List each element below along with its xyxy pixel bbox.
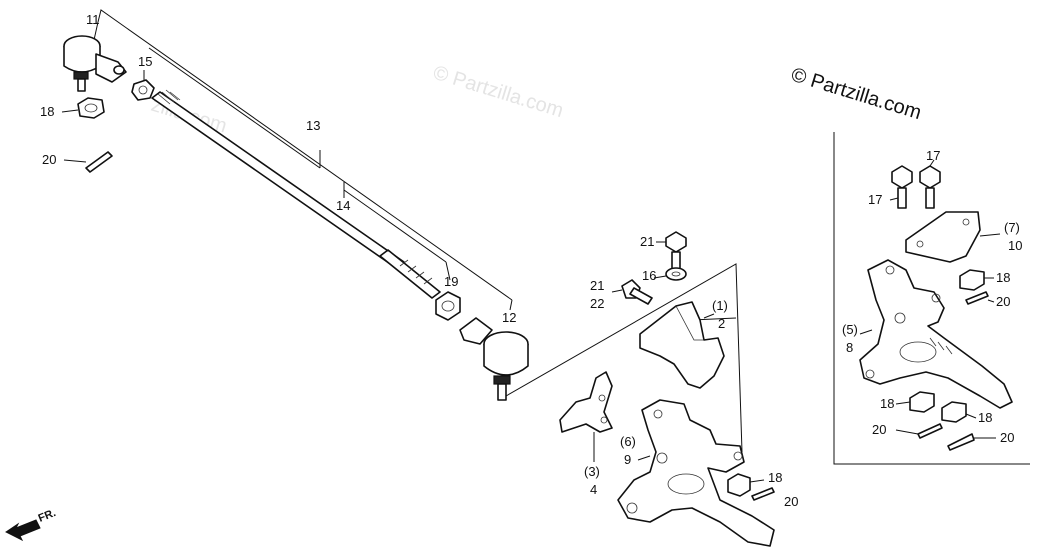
ref-label: 20 [784, 494, 798, 509]
ref-label: (6) [620, 434, 636, 449]
bolt-17-right [919, 165, 941, 209]
ref-label: 16 [642, 268, 656, 283]
ref-label: 21 [640, 234, 654, 249]
bolt-17-left [891, 165, 913, 209]
leader-lines [611, 197, 996, 461]
front-direction-arrow: FR. [5, 507, 58, 542]
nut-18-right-top [959, 269, 985, 291]
bolt-21-top [665, 231, 687, 273]
guard-2 [639, 301, 725, 389]
ref-label: 22 [590, 296, 604, 311]
ref-label: 2 [718, 316, 725, 331]
bolt-21-22 [621, 279, 653, 305]
watermark-faint: © Partzilla.com [431, 62, 566, 122]
nut-19 [435, 291, 461, 321]
cotter-pin-20-middle [751, 487, 775, 501]
watermark-main: © Partzilla.com [789, 64, 924, 124]
nut-18-left [77, 97, 105, 119]
knuckle-9 [617, 399, 775, 547]
ref-label: 17 [868, 192, 882, 207]
nut-15 [131, 79, 155, 101]
ref-label: 18 [978, 410, 992, 425]
ref-label: 9 [624, 452, 631, 467]
ref-label: 20 [1000, 430, 1014, 445]
plate-10 [905, 211, 981, 263]
ref-label: 12 [502, 310, 516, 325]
nut-18-right-bottom-left [909, 391, 935, 413]
front-direction-label: FR. [37, 507, 58, 525]
ref-label: 20 [996, 294, 1010, 309]
ref-label: 18 [996, 270, 1010, 285]
ref-label: 20 [872, 422, 886, 437]
ref-label: 15 [138, 54, 152, 69]
tie-rod-14 [379, 249, 441, 299]
ref-label: 4 [590, 482, 597, 497]
ref-label: 13 [306, 118, 320, 133]
ref-label: 17 [926, 148, 940, 163]
tie-rod-frame [93, 9, 513, 311]
right-knuckle-frame [833, 132, 1030, 465]
ref-label: 11 [86, 12, 100, 27]
knuckle-8 [859, 259, 1013, 409]
tie-rod-end-11 [63, 35, 127, 92]
washer-16 [665, 267, 687, 281]
ref-label: (3) [584, 464, 600, 479]
ref-label: 14 [336, 198, 350, 213]
ref-label: 21 [590, 278, 604, 293]
cotter-pin-20-left [85, 151, 113, 173]
ref-label: 18 [768, 470, 782, 485]
ref-label: 8 [846, 340, 853, 355]
ref-label: 10 [1008, 238, 1022, 253]
tie-rod-end-12 [459, 317, 529, 401]
tie-rod-13 [151, 89, 405, 269]
ref-label: 20 [42, 152, 56, 167]
ref-label: 19 [444, 274, 458, 289]
nut-18-right-bottom-right [941, 401, 967, 423]
ref-label: 18 [880, 396, 894, 411]
nut-18-middle [727, 473, 751, 497]
ref-label: (1) [712, 298, 728, 313]
bracket-4 [559, 371, 613, 433]
cotter-pin-20-right-bottom-right [947, 433, 975, 451]
cotter-pin-20-right-top [965, 291, 989, 305]
cotter-pin-20-right-bottom-left [917, 423, 943, 439]
ref-label: 18 [40, 104, 54, 119]
ref-label: (5) [842, 322, 858, 337]
ref-label: (7) [1004, 220, 1020, 235]
